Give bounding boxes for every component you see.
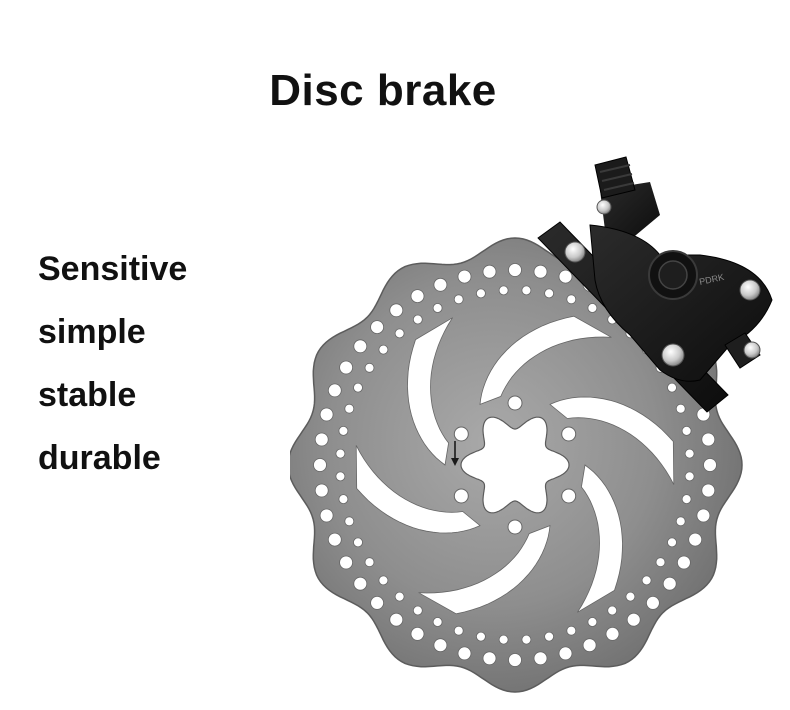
caliper-bolt-icon	[743, 341, 761, 359]
feature-item-stable: stable	[38, 376, 137, 414]
brake-caliper: PDRK	[537, 156, 773, 413]
feature-item-simple: simple	[38, 313, 146, 351]
mounting-bolt-icon	[661, 343, 685, 367]
feature-item-sensitive: Sensitive	[38, 250, 188, 288]
rotor-hub	[460, 416, 570, 514]
disc-brake-image: PDRK	[290, 156, 773, 693]
cable-arm	[600, 182, 660, 240]
pad-adjuster	[724, 332, 761, 369]
rotation-arrow-icon	[451, 441, 459, 466]
mounting-bolt-icon	[564, 241, 586, 263]
rotor-cutouts	[355, 315, 675, 615]
feature-item-durable: durable	[38, 439, 161, 477]
caliper-bolt-icon	[596, 199, 612, 215]
caliper-body	[589, 224, 773, 382]
caliper-bolt-icon	[739, 279, 761, 301]
page-title: Disc brake	[269, 66, 497, 115]
hub-bolt-holes	[453, 395, 577, 535]
feature-list: Sensitive simple stable durable	[38, 238, 187, 490]
